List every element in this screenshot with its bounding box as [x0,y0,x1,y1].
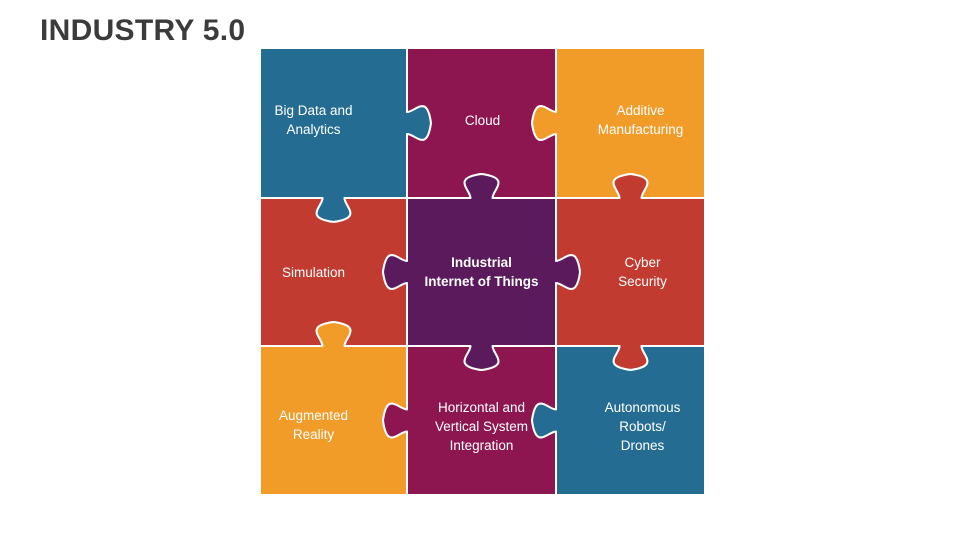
slide-title: INDUSTRY 5.0 [40,14,246,47]
piece-label-line: Big Data and [274,103,353,118]
puzzle-piece-autonomous-robots-drones [531,345,706,496]
piece-label-line: Robots/ [619,419,666,434]
piece-label-line: Security [618,274,667,289]
piece-label-line: Analytics [286,122,341,137]
piece-label-line: Autonomous [604,400,681,415]
piece-label-line: Internet of Things [424,274,539,289]
piece-label-line: Manufacturing [597,122,684,137]
piece-label-line: Cyber [624,255,661,270]
piece-label-line: Additive [616,103,665,118]
piece-label-line: Augmented [278,407,349,423]
piece-label-cloud: Cloud [408,111,558,130]
piece-label-line: Industrial [451,255,512,270]
piece-label-line: Drones [620,438,665,453]
piece-label-line: Reality [292,426,335,442]
piece-label-line: Horizontal and [437,400,526,415]
piece-label-line: Simulation [281,264,346,280]
piece-label-line: Cloud [464,112,501,128]
piece-label-simulation: Simulation [239,263,389,282]
piece-label-line: Integration [449,438,514,453]
puzzle-piece-industrial-internet-of-things [382,173,581,371]
piece-label-line: Vertical System [434,419,529,434]
